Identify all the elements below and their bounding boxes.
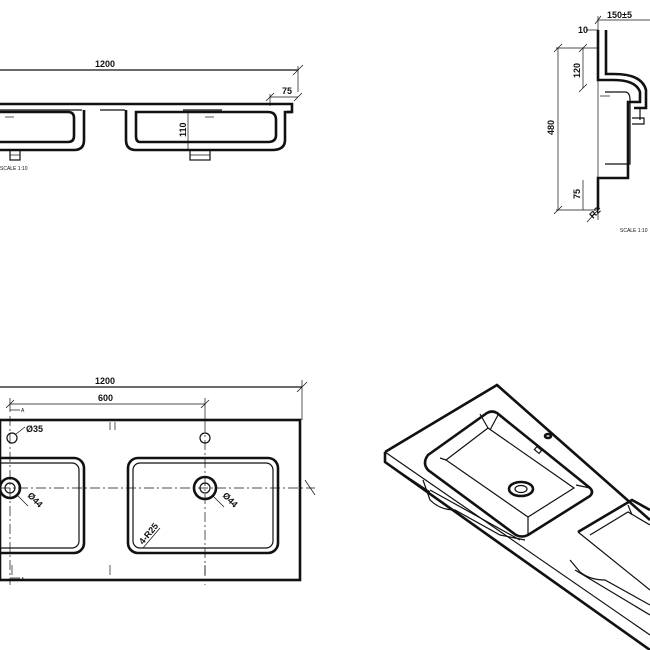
side-rim-height-label: 120 <box>572 63 582 78</box>
isometric-view <box>383 383 650 650</box>
front-edge-offset-label: 75 <box>282 86 292 96</box>
side-thickness-label: 10 <box>578 25 588 35</box>
section-marker-top: A <box>21 408 25 414</box>
side-bottom-offset-label: 75 <box>572 189 582 199</box>
side-section-view: 150±5 10 480 120 75 R2 SCALE 1:10 <box>546 10 650 234</box>
front-section-view: 1200 75 110 SCALE 1:10 <box>0 59 304 172</box>
side-scale-note: SCALE 1:10 <box>620 228 648 234</box>
side-depth-label: 480 <box>546 120 556 135</box>
front-bowl-depth-label: 110 <box>178 122 188 137</box>
plan-tap-hole-label: Ø35 <box>26 424 43 434</box>
front-width-label: 1200 <box>95 59 115 69</box>
plan-width-label: 1200 <box>95 376 115 386</box>
plan-left-drain-label: Ø44 <box>26 490 45 509</box>
section-marker-bottom: A <box>21 577 25 583</box>
side-top-offset-label: 150±5 <box>607 10 632 20</box>
plan-view: 1200 600 A A Ø35 <box>0 376 316 585</box>
side-radius-label: R2 <box>587 205 602 220</box>
plan-spacing-label: 600 <box>98 393 113 403</box>
plan-corner-radius-label: 4-R25 <box>137 521 160 546</box>
front-scale-note: SCALE 1:10 <box>0 166 28 172</box>
